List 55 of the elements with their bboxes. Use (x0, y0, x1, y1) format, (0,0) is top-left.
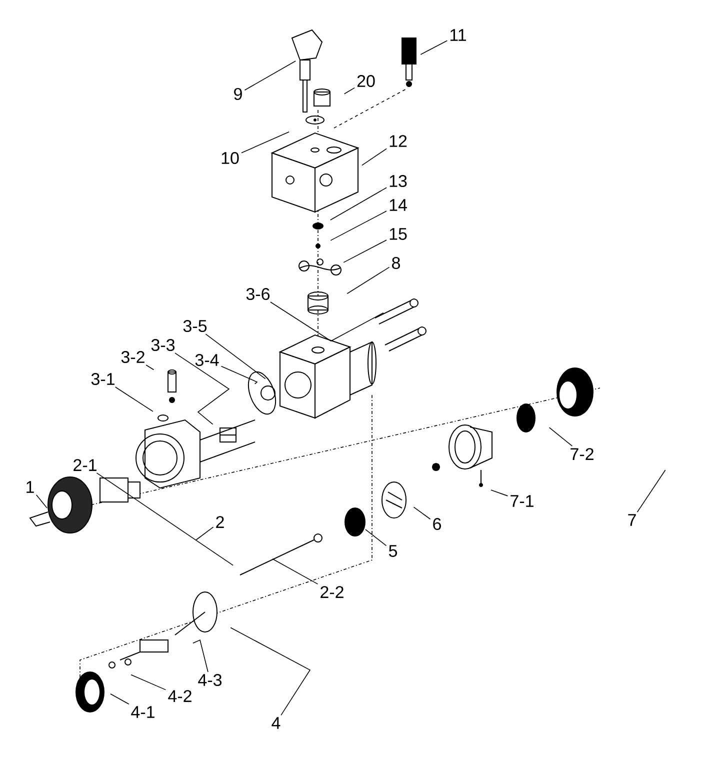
callout-number: 7-2 (570, 448, 594, 460)
callout-number: 3-3 (151, 338, 175, 352)
leader-line (110, 693, 130, 705)
leader-line (362, 148, 387, 166)
callout-number: 13 (390, 174, 407, 188)
callout-number: 4-3 (198, 674, 222, 686)
leader-line (192, 639, 208, 672)
callout-number: 20 (357, 74, 375, 88)
callout-number: 12 (390, 135, 407, 147)
leader-line (130, 674, 166, 690)
leader-line (343, 240, 387, 263)
callout-number: 3-1 (91, 372, 114, 386)
leader-line (114, 386, 154, 412)
callout-number: 2-1 (74, 459, 96, 471)
leader-line (636, 470, 666, 513)
callout-number: 8 (392, 256, 400, 270)
leader-line (270, 302, 384, 342)
callout-number: 3-2 (121, 350, 144, 364)
leader-line (220, 366, 258, 384)
leader-line (346, 266, 390, 294)
callout-number: 11 (450, 29, 466, 41)
callout-number: 10 (222, 152, 239, 164)
callout-number: 9 (234, 88, 242, 100)
callout-number: 15 (390, 228, 407, 240)
leader-line (490, 490, 508, 496)
callout-number: 7-1 (510, 495, 534, 507)
leader-line (272, 558, 318, 584)
callout-number: 2 (216, 516, 224, 528)
leader-line (146, 364, 154, 370)
callout-number: 7 (628, 514, 636, 526)
leader-line (36, 494, 48, 508)
leader-line (244, 60, 296, 91)
callout-number: 4-2 (168, 690, 192, 702)
leader-line (196, 526, 214, 540)
leader-line (205, 334, 266, 380)
callout-number: 4-1 (131, 706, 154, 718)
leader-line (420, 40, 448, 55)
leader-line (174, 352, 230, 425)
leader-line (241, 131, 290, 154)
leader-line (330, 187, 387, 220)
leader-line (330, 210, 387, 241)
callout-number: 2-2 (320, 586, 344, 598)
leader-line (230, 627, 311, 716)
callout-number: 3-4 (195, 354, 219, 366)
callout-number: 1 (26, 481, 34, 493)
leader-line (365, 529, 387, 546)
callout-number: 14 (390, 199, 407, 211)
callout-number: 3-5 (183, 320, 207, 332)
leader-line (548, 427, 573, 446)
callout-number: 4 (272, 717, 280, 729)
callout-number: 5 (388, 545, 398, 557)
callout-number: 6 (433, 518, 441, 530)
leader-line (344, 87, 355, 94)
leader-line (413, 506, 431, 520)
callout-number: 3-6 (246, 288, 270, 300)
